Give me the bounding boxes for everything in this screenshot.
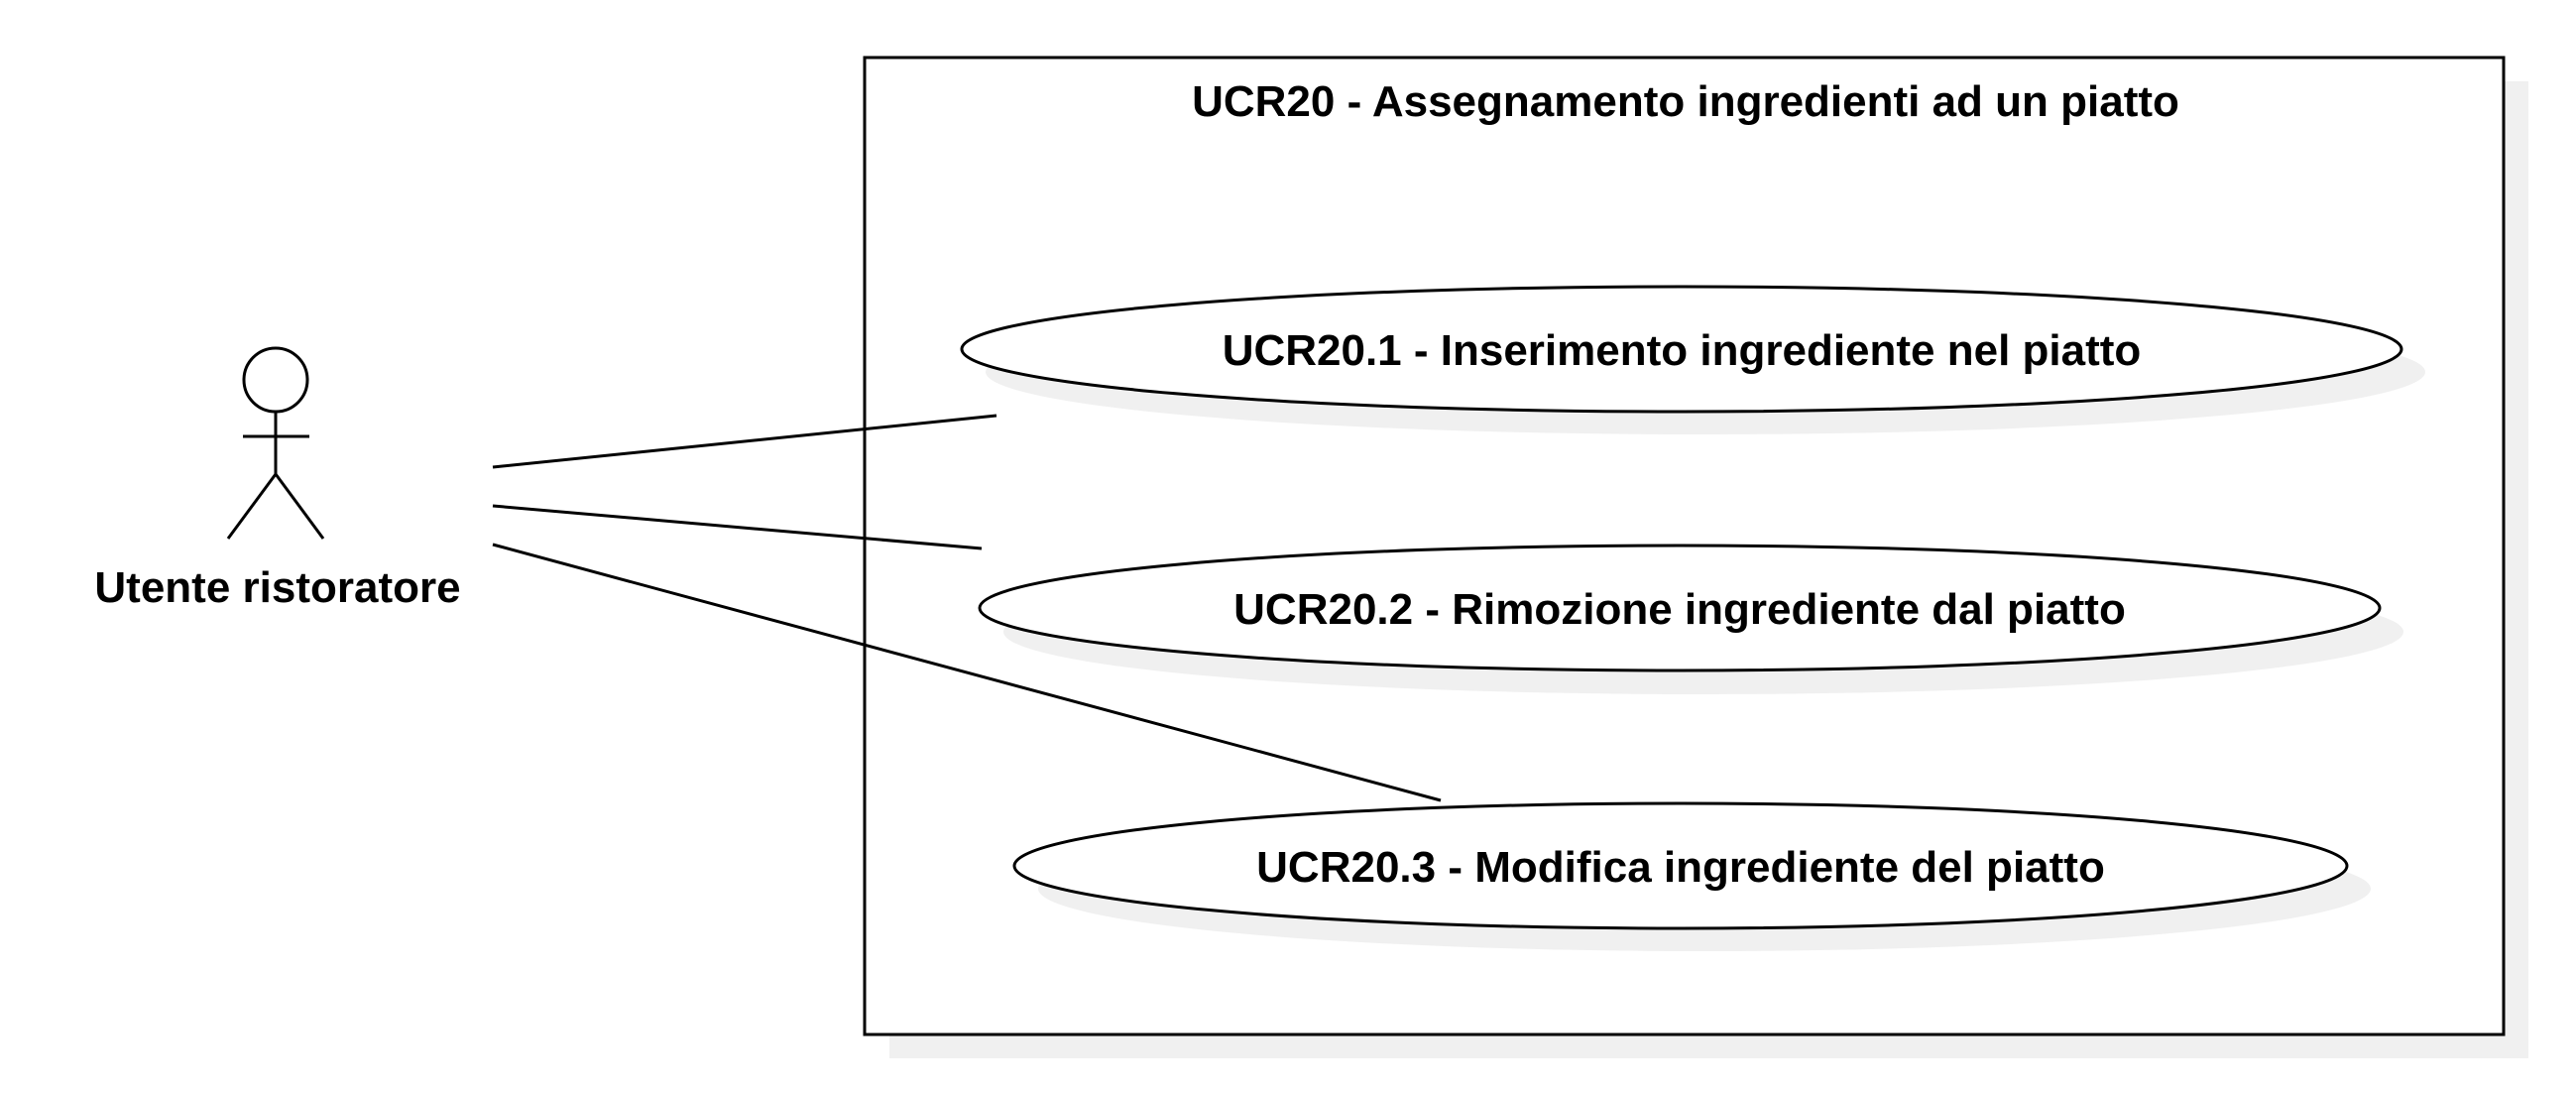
- use-case-label: UCR20.1 - Inserimento ingrediente nel pi…: [1223, 326, 2142, 375]
- actor-right-leg: [274, 473, 325, 540]
- use-case-ucr20-3[interactable]: UCR20.3 - Modifica ingrediente del piatt…: [1012, 801, 2371, 951]
- use-case-ellipse: [960, 285, 2403, 414]
- use-case-label: UCR20.3 - Modifica ingrediente del piatt…: [1256, 843, 2105, 892]
- actor-name: Utente ristoratore: [94, 563, 460, 612]
- use-case-ucr20-2[interactable]: UCR20.2 - Rimozione ingrediente dal piat…: [978, 544, 2403, 694]
- actor[interactable]: Utente ristoratore: [94, 346, 461, 612]
- use-case-label: UCR20.2 - Rimozione ingrediente dal piat…: [1233, 585, 2126, 634]
- system-boundary-title: UCR20 - Assegnamento ingredienti ad un p…: [1192, 77, 2179, 126]
- use-case-ucr20-1[interactable]: UCR20.1 - Inserimento ingrediente nel pi…: [960, 285, 2425, 434]
- use-case-ellipse: [978, 544, 2382, 672]
- actor-left-leg: [226, 473, 278, 540]
- association-line-ucr20-1[interactable]: [492, 414, 997, 469]
- stick-figure-actor-icon: [226, 346, 325, 540]
- use-case-ellipse: [1012, 801, 2349, 930]
- associations: [492, 414, 1442, 802]
- association-line-ucr20-3[interactable]: [492, 543, 1442, 802]
- association-line-ucr20-2[interactable]: [492, 504, 983, 550]
- actor-head: [242, 346, 309, 414]
